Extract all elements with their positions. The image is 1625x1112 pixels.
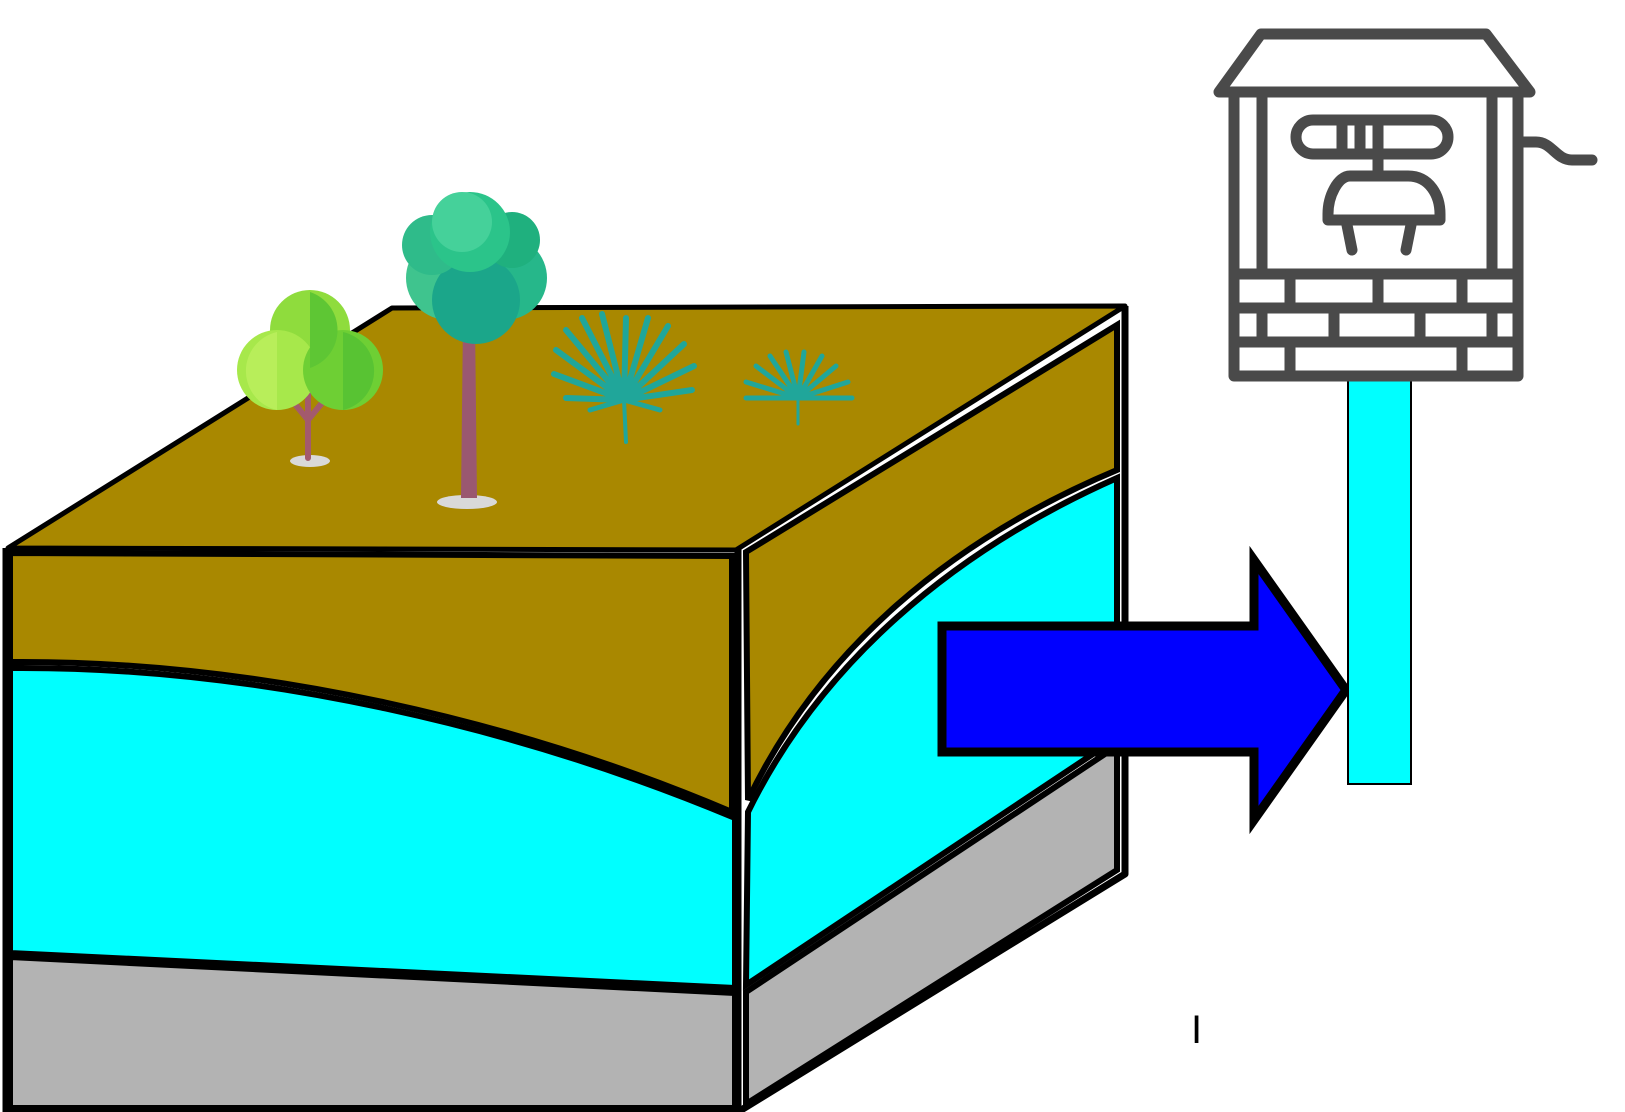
well-icon (1213, 28, 1598, 382)
soil-block (2, 303, 1129, 1112)
fern-icon (551, 311, 697, 444)
flow-arrow (937, 545, 1352, 835)
side-topsoil-layer (742, 319, 1120, 802)
front-topsoil-layer (7, 549, 735, 817)
small-fern-icon (743, 349, 855, 426)
well-water-column (1347, 375, 1412, 785)
front-aquifer-layer (7, 664, 738, 992)
stray-text-mark: I (1191, 1008, 1203, 1052)
round-tree-icon (402, 192, 547, 509)
deciduous-tree-icon (237, 290, 383, 467)
side-aquifer-layer (742, 473, 1120, 991)
side-bedrock-layer (743, 740, 1120, 1110)
